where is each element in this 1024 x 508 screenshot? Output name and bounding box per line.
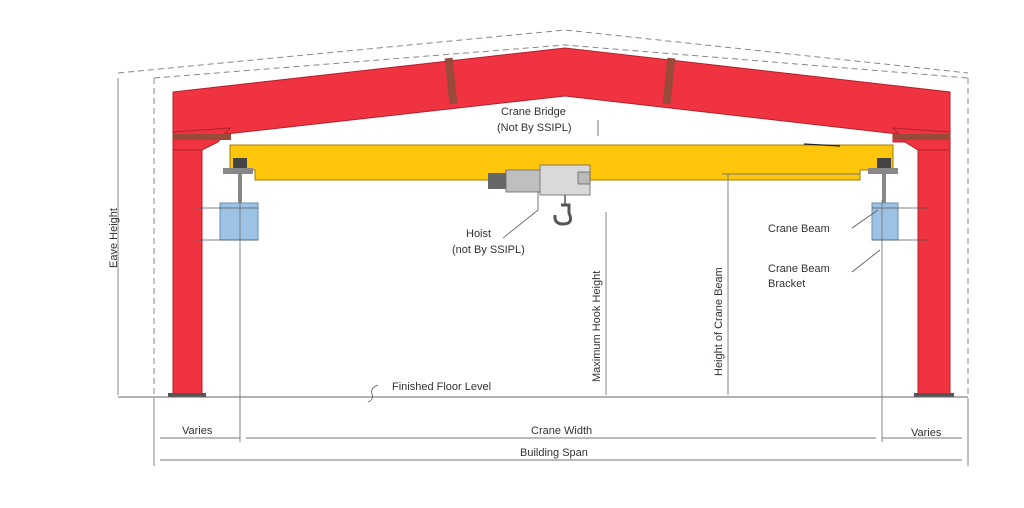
crane-beam-label: Crane Beam xyxy=(768,223,830,235)
height-of-crane-beam-label: Height of Crane Beam xyxy=(713,267,725,376)
vertical-dimensions xyxy=(117,78,860,395)
dimension-lines xyxy=(118,200,969,466)
crane-beam-bracket-label: Crane Beam xyxy=(768,263,830,275)
crane-beam-right xyxy=(871,202,899,241)
end-truck-left xyxy=(223,158,253,204)
hoist-note: (not By SSIPL) xyxy=(452,244,525,256)
base-plate-left xyxy=(168,393,206,397)
leader-lines xyxy=(367,120,881,403)
building-envelope-outline xyxy=(117,29,969,398)
hook xyxy=(553,203,572,226)
eave-height-label: Eave Height xyxy=(108,208,120,268)
rafter-splice-left xyxy=(444,57,458,105)
hoist xyxy=(488,164,591,226)
crane-bridge-label: Crane Bridge xyxy=(501,106,566,118)
crane-width-label: Crane Width xyxy=(531,425,592,437)
end-truck-right xyxy=(868,158,898,204)
finished-floor-level-label: Finished Floor Level xyxy=(392,381,491,393)
crane-beam-left xyxy=(219,202,259,241)
hoist-label: Hoist xyxy=(466,228,491,240)
crane-beam-bracket-label-line2: Bracket xyxy=(768,278,805,290)
base-plate-right xyxy=(914,393,954,397)
varies-right-label: Varies xyxy=(911,427,942,439)
maximum-hook-height-label: Maximum Hook Height xyxy=(591,271,603,382)
building-span-label: Building Span xyxy=(520,447,588,459)
crane-bridge-note: (Not By SSIPL) xyxy=(497,122,572,134)
varies-left-label: Varies xyxy=(182,425,213,437)
rafter-splice-right xyxy=(662,57,676,105)
knee-plate-left xyxy=(173,134,231,140)
knee-plate-right xyxy=(893,134,950,140)
portal-frame xyxy=(168,47,954,397)
